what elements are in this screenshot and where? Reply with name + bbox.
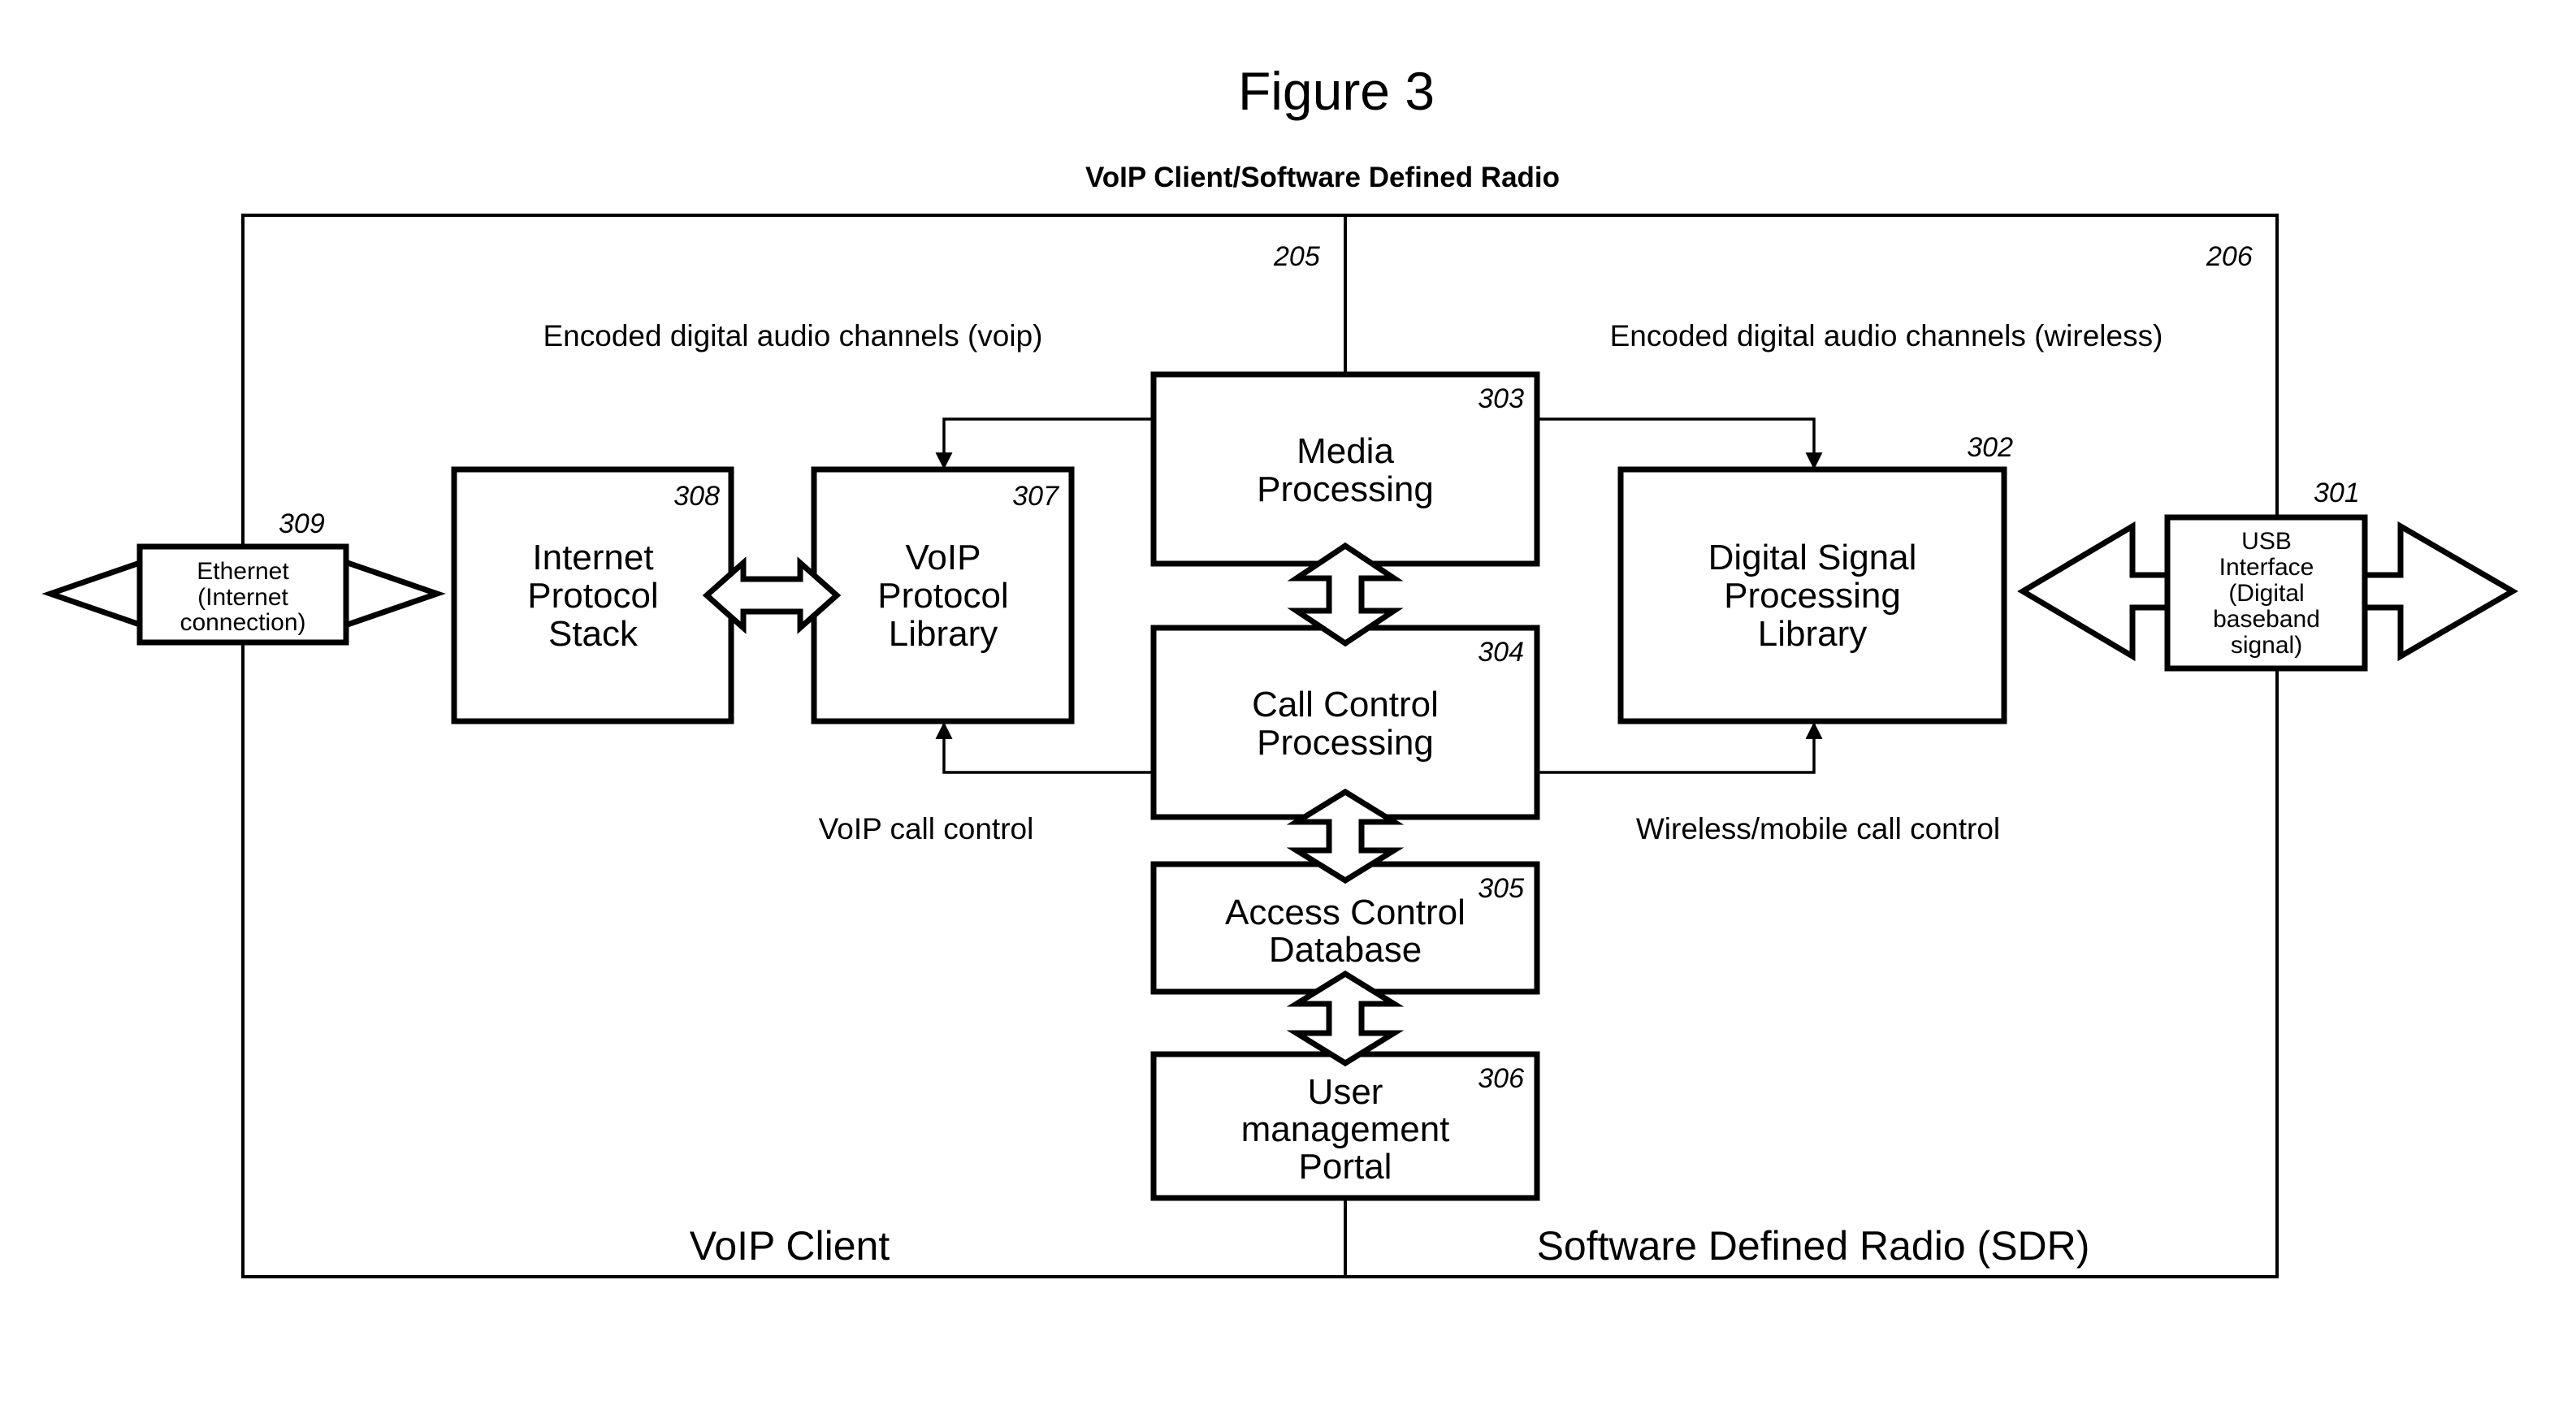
block-label-line: Call Control	[1252, 685, 1439, 724]
interface-ref-309: 309	[279, 508, 325, 539]
block-label-line: Portal	[1299, 1147, 1392, 1187]
section-ref-voip-client: 205	[1273, 241, 1320, 272]
interface-usb: 301 USB Interface (Digital baseband sign…	[2023, 478, 2513, 668]
block-label-line: Library	[1758, 614, 1868, 654]
block-label-line: Processing	[1257, 723, 1434, 763]
interface-ref-301: 301	[2314, 478, 2360, 508]
block-label-line: management	[1241, 1109, 1450, 1149]
block-label-line: Internet	[532, 538, 653, 577]
label-voip-audio: Encoded digital audio channels (voip)	[543, 319, 1042, 352]
interface-label-line: (Internet	[197, 584, 288, 611]
interface-label-line: (Digital	[2228, 580, 2304, 607]
block-label-line: Digital Signal	[1708, 538, 1917, 577]
block-label-line: Protocol	[877, 576, 1008, 616]
figure-title: Figure 3	[1238, 61, 1435, 121]
block-internet-protocol-stack: 308 Internet Protocol Stack	[454, 469, 731, 721]
block-user-management-portal: 306 User management Portal	[1154, 1054, 1537, 1198]
block-ref-306: 306	[1478, 1063, 1524, 1094]
diagram-subtitle: VoIP Client/Software Defined Radio	[1085, 162, 1560, 193]
block-label-line: Processing	[1257, 469, 1434, 509]
connector-callctl-to-voip-lib	[944, 724, 1154, 772]
connector-callctl-to-dsp	[1537, 724, 1814, 772]
section-label-sdr: Software Defined Radio (SDR)	[1537, 1223, 2090, 1269]
block-label-line: VoIP	[906, 538, 981, 577]
block-media-processing: 303 Media Processing	[1154, 374, 1537, 564]
block-label-line: Database	[1269, 930, 1422, 970]
block-ref-308: 308	[673, 481, 720, 512]
block-label-line: Stack	[548, 614, 639, 654]
interface-label-line: baseband	[2213, 606, 2320, 633]
label-wireless-call-control: Wireless/mobile call control	[1636, 812, 2000, 845]
interface-label-line: USB	[2241, 528, 2292, 555]
section-ref-sdr: 206	[2206, 241, 2253, 272]
interface-label-line: Ethernet	[197, 558, 289, 585]
interface-label-line: Interface	[2219, 554, 2314, 581]
block-label-line: Library	[889, 614, 998, 654]
interface-label-line: connection)	[180, 609, 305, 636]
connector-media-to-dsp	[1537, 419, 1814, 468]
section-label-voip-client: VoIP Client	[690, 1223, 890, 1269]
label-wireless-audio: Encoded digital audio channels (wireless…	[1610, 319, 2163, 352]
block-ref-302: 302	[1967, 432, 2013, 463]
block-label-line: Protocol	[527, 576, 658, 616]
block-ref-303: 303	[1478, 383, 1524, 414]
block-digital-signal-processing-library: 302 Digital Signal Processing Library	[1621, 432, 2013, 721]
block-ref-304: 304	[1478, 637, 1524, 668]
block-label-line: Access Control	[1225, 893, 1466, 932]
block-voip-protocol-library: 307 VoIP Protocol Library	[814, 469, 1072, 721]
block-label-line: Processing	[1724, 576, 1901, 616]
connector-media-to-voip-lib	[944, 419, 1154, 468]
block-ref-307: 307	[1012, 481, 1059, 512]
block-label-line: Media	[1297, 431, 1394, 471]
interface-label-line: signal)	[2231, 632, 2302, 659]
label-voip-call-control: VoIP call control	[819, 812, 1034, 845]
block-label-line: User	[1308, 1072, 1383, 1112]
block-ref-305: 305	[1478, 873, 1524, 904]
